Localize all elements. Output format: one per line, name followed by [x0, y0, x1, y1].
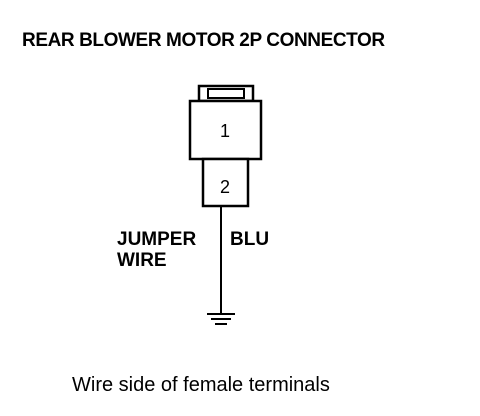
ground-icon — [207, 313, 235, 325]
connector-lock-tab — [197, 84, 255, 103]
connector-housing-upper — [188, 99, 263, 161]
jumper-label-line1: JUMPER — [117, 229, 197, 250]
diagram-title: REAR BLOWER MOTOR 2P CONNECTOR — [22, 30, 385, 51]
connector-housing-lower — [201, 157, 250, 208]
jumper-wire-label: JUMPER WIRE — [117, 229, 196, 271]
view-caption: Wire side of female terminals — [72, 374, 330, 396]
wire-color-label: BLU — [230, 229, 270, 250]
terminal-1-label: 1 — [220, 121, 230, 141]
terminal-2-label: 2 — [220, 177, 230, 197]
jumper-label-line2: WIRE — [117, 250, 167, 271]
